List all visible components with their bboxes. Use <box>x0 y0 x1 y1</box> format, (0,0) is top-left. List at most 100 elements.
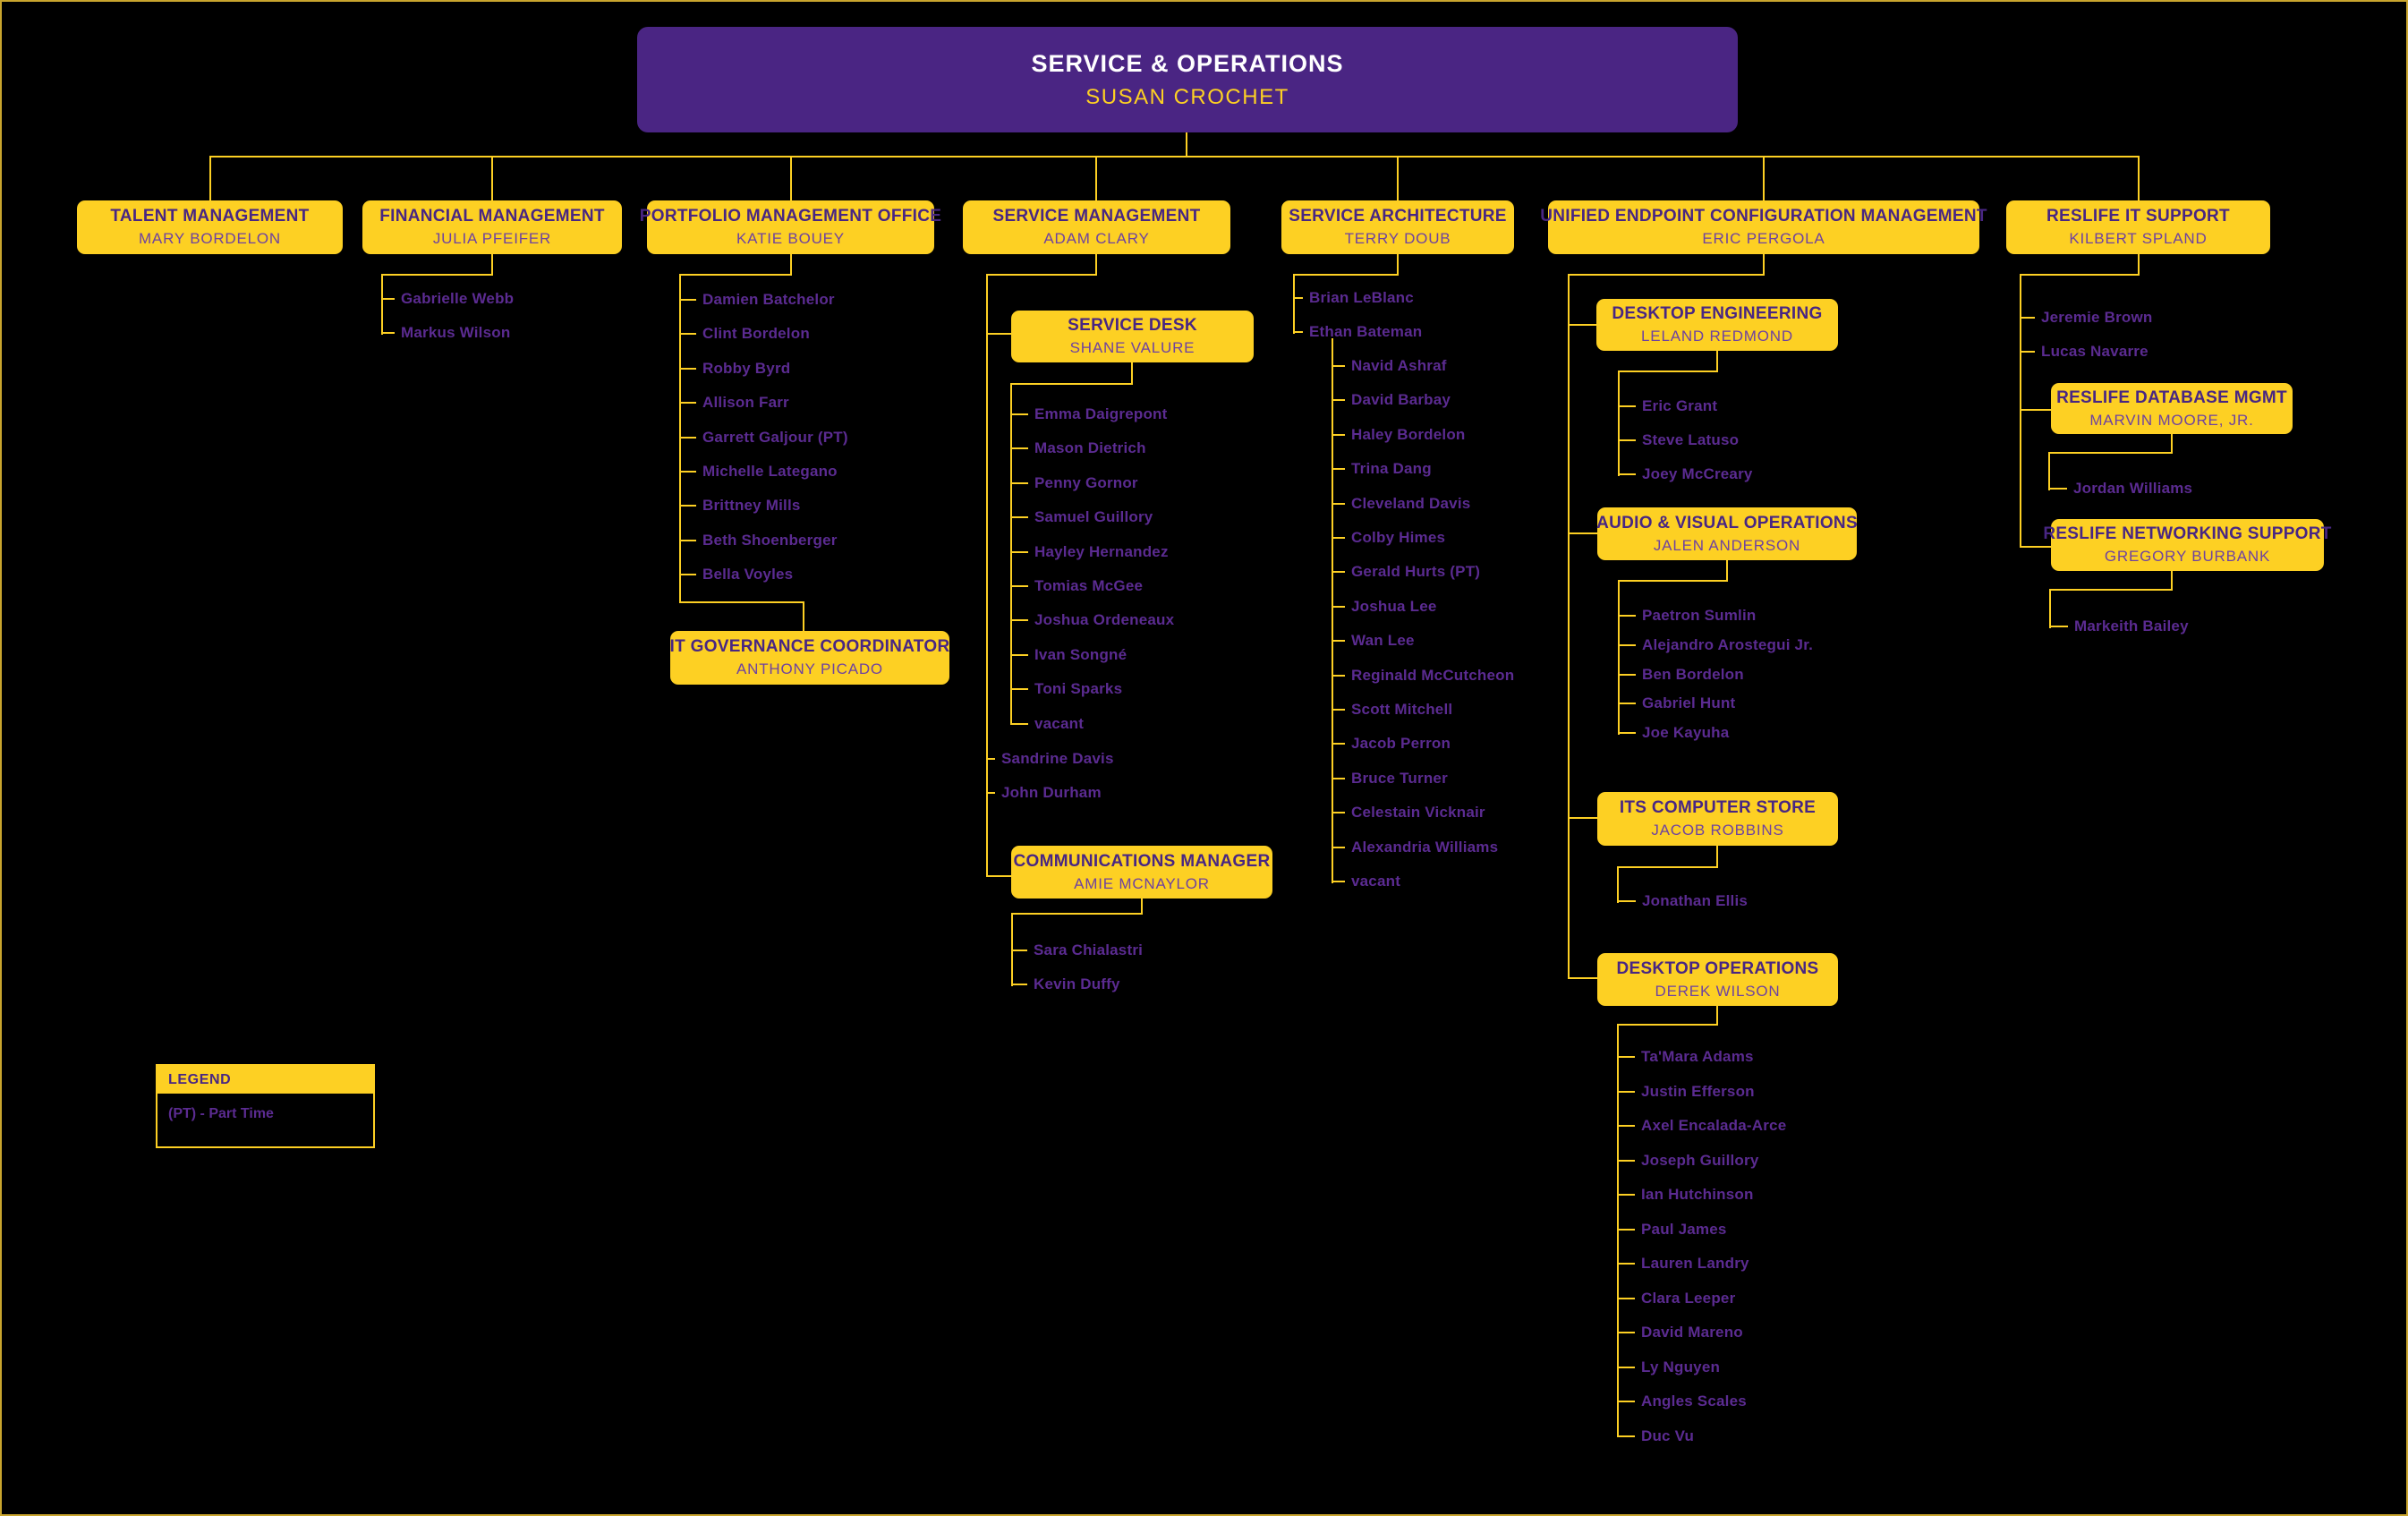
staff-member: Paetron Sumlin <box>1618 607 1757 624</box>
connector <box>986 274 988 877</box>
staff-member: Toni Sparks <box>1009 680 1123 698</box>
connector <box>1716 351 1718 372</box>
node-service-management: SERVICE MANAGEMENT ADAM CLARY <box>963 200 1230 254</box>
staff-member: Jacob Perron <box>1331 735 1451 753</box>
staff-member: Brian LeBlanc <box>1293 289 1414 306</box>
connector <box>1618 580 1728 582</box>
staff-member: Lauren Landry <box>1617 1255 1749 1272</box>
staff-member: Reginald McCutcheon <box>1331 666 1515 684</box>
staff-member: Scott Mitchell <box>1331 701 1453 718</box>
staff-member: Mason Dietrich <box>1010 439 1146 457</box>
staff-member: Joey McCreary <box>1618 465 1753 482</box>
node-person: ADAM CLARY <box>1043 230 1150 247</box>
staff-member: Ivan Songné <box>1009 645 1127 663</box>
connector <box>209 156 211 200</box>
staff-member: Garrett Galjour (PT) <box>679 428 848 446</box>
connector <box>2049 589 2173 591</box>
node-title: DESKTOP OPERATIONS <box>1616 958 1819 978</box>
connector <box>1010 383 1012 725</box>
staff-member: Markus Wilson <box>380 324 511 341</box>
node-person: ANTHONY PICADO <box>736 660 883 677</box>
connector <box>1568 977 1597 979</box>
staff-member: Michelle Lategano <box>679 463 838 480</box>
staff-member: Damien Batchelor <box>679 291 835 308</box>
connector <box>2138 254 2140 276</box>
staff-member: vacant <box>1331 873 1401 890</box>
staff-member: Penny Gornor <box>1010 473 1138 491</box>
connector <box>1617 866 1619 903</box>
connector <box>1716 1006 1718 1026</box>
connector <box>1617 1024 1619 1437</box>
staff-member: Ethan Bateman <box>1292 323 1423 340</box>
connector <box>2020 274 2021 548</box>
connector <box>1568 324 1596 326</box>
connector <box>1095 254 1097 276</box>
staff-member: Wan Lee <box>1332 632 1415 650</box>
staff-member: David Barbay <box>1331 391 1451 409</box>
staff-member: David Mareno <box>1617 1324 1743 1341</box>
connector <box>803 601 804 631</box>
connector <box>1568 817 1597 819</box>
node-title: SERVICE DESK <box>1068 316 1197 335</box>
staff-member: Ly Nguyen <box>1616 1358 1721 1375</box>
connector <box>2020 274 2140 276</box>
node-talent-management: TALENT MANAGEMENT MARY BORDELON <box>77 200 343 254</box>
staff-member: Ben Bordelon <box>1618 665 1744 683</box>
staff-member: Joe Kayuha <box>1617 724 1730 742</box>
staff-member: Gerald Hurts (PT) <box>1331 563 1481 581</box>
connector <box>1763 254 1765 276</box>
node-reslife-it-support: RESLIFE IT SUPPORT KILBERT SPLAND <box>2006 200 2270 254</box>
staff-member: Samuel Guillory <box>1009 508 1153 526</box>
node-title: DESKTOP ENGINEERING <box>1612 304 1823 323</box>
connector <box>1141 899 1143 915</box>
node-person: AMIE MCNAYLOR <box>1074 874 1210 892</box>
staff-member: Ian Hutchinson <box>1617 1186 1754 1203</box>
node-reslife-database-mgmt: RESLIFE DATABASE MGMT MARVIN MOORE, JR. <box>2051 383 2293 434</box>
connector <box>2171 571 2173 591</box>
connector <box>790 156 792 200</box>
connector <box>2020 546 2051 548</box>
node-reslife-networking-support: RESLIFE NETWORKING SUPPORT GREGORY BURBA… <box>2043 519 2331 571</box>
connector <box>2020 409 2051 411</box>
legend: LEGEND (PT) - Part Time <box>156 1064 375 1148</box>
connector <box>1568 274 1570 979</box>
staff-member: Justin Efferson <box>1617 1082 1755 1100</box>
connector <box>1332 338 1333 883</box>
connector <box>1618 580 1620 735</box>
staff-member: Kevin Duffy <box>1011 975 1120 992</box>
connector <box>491 156 493 200</box>
node-person: DEREK WILSON <box>1655 982 1781 1000</box>
node-it-governance-coordinator: IT GOVERNANCE COORDINATOR ANTHONY PICADO <box>670 631 949 685</box>
connector <box>1186 132 1187 157</box>
connector <box>1095 156 1097 200</box>
staff-member: John Durham <box>986 784 1102 801</box>
staff-member: Bruce Turner <box>1332 769 1448 787</box>
staff-member: Jonathan Ellis <box>1616 892 1749 909</box>
node-title: ITS COMPUTER STORE <box>1619 798 1817 817</box>
staff-member: Alexandria Williams <box>1331 838 1499 856</box>
staff-member: Duc Vu <box>1616 1427 1695 1444</box>
connector <box>1716 846 1718 868</box>
legend-entry: (PT) - Part Time <box>168 1106 274 1121</box>
node-title: FINANCIAL MANAGEMENT <box>379 207 605 226</box>
connector <box>2048 452 2173 454</box>
connector <box>1568 274 1765 276</box>
node-title: TALENT MANAGEMENT <box>110 207 310 226</box>
node-its-computer-store: ITS COMPUTER STORE JACOB ROBBINS <box>1597 792 1838 846</box>
staff-member: Robby Byrd <box>678 359 791 377</box>
connector <box>1131 362 1133 385</box>
staff-member: Jeremie Brown <box>2019 309 2153 326</box>
staff-member: Alejandro Arostegui Jr. <box>1617 635 1814 653</box>
node-title: UNIFIED ENDPOINT CONFIGURATION MANAGEMEN… <box>1540 207 1987 226</box>
node-service-desk: SERVICE DESK SHANE VALURE <box>1011 311 1254 362</box>
staff-member: Angles Scales <box>1617 1393 1747 1410</box>
connector <box>2138 156 2140 200</box>
node-person: ERIC PERGOLA <box>1702 230 1825 247</box>
connector <box>2048 452 2050 490</box>
node-financial-management: FINANCIAL MANAGEMENT JULIA PFEIFER <box>362 200 622 254</box>
staff-member: Gabriel Hunt <box>1617 694 1736 712</box>
connector <box>381 274 493 276</box>
staff-member: Joshua Lee <box>1332 597 1437 615</box>
connector <box>1617 1024 1718 1026</box>
